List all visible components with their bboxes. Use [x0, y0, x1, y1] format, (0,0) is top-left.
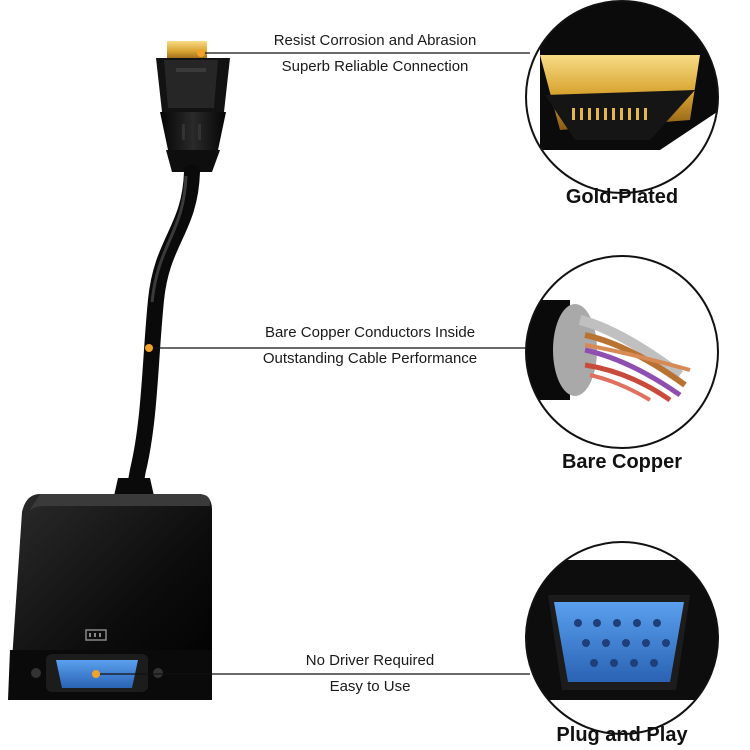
cable	[126, 164, 200, 500]
feature-gold-line1: Resist Corrosion and Abrasion	[273, 32, 477, 49]
plug-and-play-caption: Plug and Play	[556, 724, 688, 746]
gold-plated-caption: Gold-Plated	[565, 186, 679, 208]
feature-plug-line2: Easy to Use	[329, 678, 411, 695]
feature-plug-line1: No Driver Required	[305, 652, 435, 669]
feature-copper-line1: Bare Copper Conductors Inside	[264, 324, 476, 341]
plug-and-play-detail-circle	[525, 541, 719, 735]
hdmi-plug	[156, 41, 230, 172]
feature-gold-line2: Superb Reliable Connection	[281, 58, 469, 75]
callout-lines	[92, 49, 530, 678]
bare-copper-caption: Bare Copper	[561, 451, 683, 473]
bare-copper-detail-circle	[525, 255, 719, 449]
vga-adapter-box	[8, 478, 212, 700]
gold-plated-detail-circle	[525, 0, 719, 194]
feature-copper-line2: Outstanding Cable Performance	[262, 350, 478, 367]
